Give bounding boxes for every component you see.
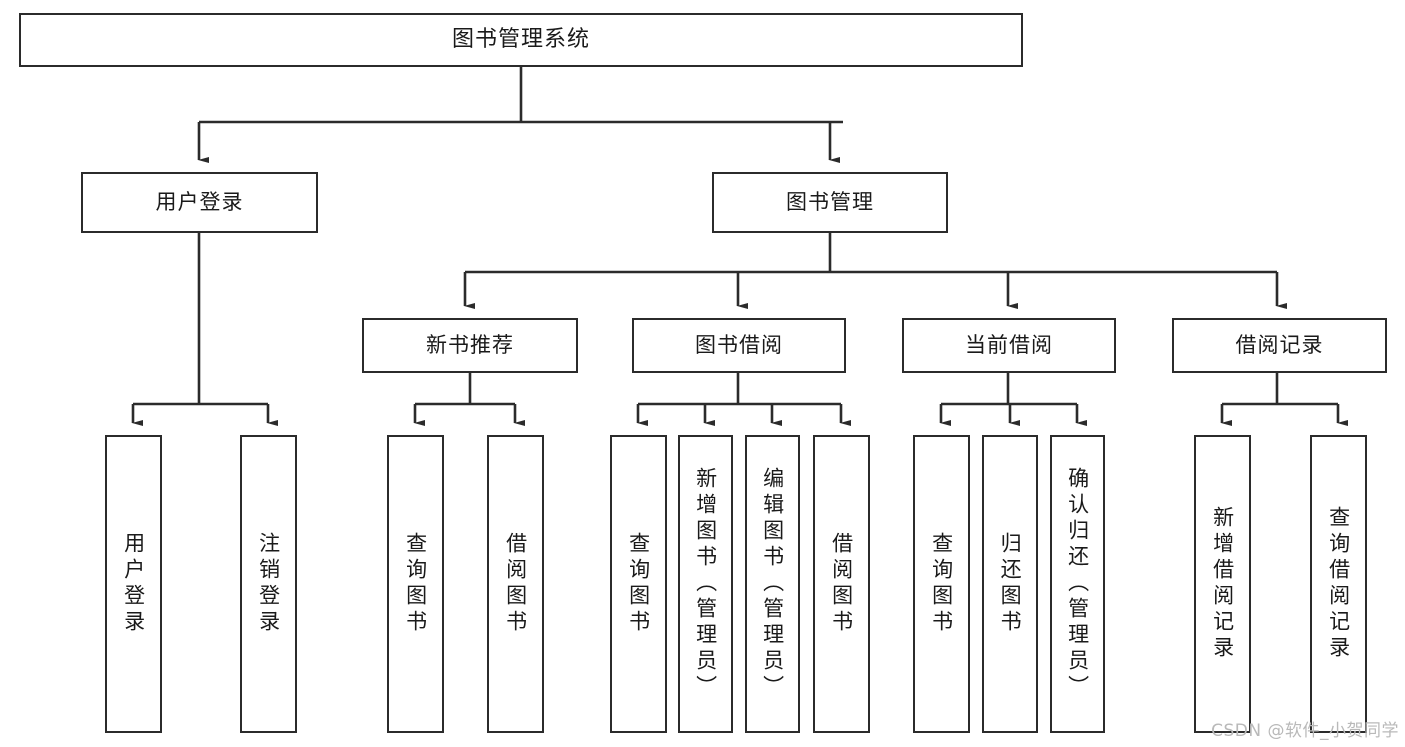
node-label: 查询图书 — [626, 532, 651, 636]
node-label: 借阅图书 — [503, 532, 528, 636]
node-label: 借阅记录 — [1235, 332, 1324, 357]
node-new-book-recommend[interactable]: 新书推荐 — [362, 318, 578, 373]
node-user-login[interactable]: 用户登录 — [81, 172, 318, 233]
leaf-query-book-newbook[interactable]: 查询图书 — [387, 435, 444, 733]
node-label: 查询图书 — [403, 532, 428, 636]
node-label: 图书管理 — [786, 189, 874, 214]
leaf-add-borrow-record[interactable]: 新增借阅记录 — [1194, 435, 1251, 733]
node-label: 用户登录 — [155, 189, 244, 214]
node-label: 借阅图书 — [829, 532, 854, 636]
leaf-logout[interactable]: 注销登录 — [240, 435, 297, 733]
node-label: 当前借阅 — [965, 332, 1053, 357]
node-label: 注销登录 — [256, 532, 281, 636]
leaf-borrow-book-newbook[interactable]: 借阅图书 — [487, 435, 544, 733]
leaf-add-book-admin[interactable]: 新增图书（管理员） — [678, 435, 733, 733]
node-current-borrow[interactable]: 当前借阅 — [902, 318, 1116, 373]
node-label: 新增借阅记录 — [1210, 506, 1235, 662]
node-label: 编辑图书（管理员） — [760, 467, 785, 701]
node-book-management[interactable]: 图书管理 — [712, 172, 948, 233]
leaf-confirm-return-admin[interactable]: 确认归还（管理员） — [1050, 435, 1105, 733]
node-label: 归还图书 — [998, 532, 1023, 636]
leaf-borrow-book[interactable]: 借阅图书 — [813, 435, 870, 733]
leaf-edit-book-admin[interactable]: 编辑图书（管理员） — [745, 435, 800, 733]
node-label: 查询借阅记录 — [1326, 506, 1351, 662]
node-label: 新增图书（管理员） — [693, 467, 718, 701]
leaf-user-login[interactable]: 用户登录 — [105, 435, 162, 733]
node-book-borrow[interactable]: 图书借阅 — [632, 318, 846, 373]
leaf-return-book[interactable]: 归还图书 — [982, 435, 1038, 733]
node-label: 用户登录 — [121, 532, 146, 636]
node-label: 查询图书 — [929, 532, 954, 636]
node-label: 图书借阅 — [695, 332, 783, 357]
leaf-query-borrow-record[interactable]: 查询借阅记录 — [1310, 435, 1367, 733]
node-label: 确认归还（管理员） — [1065, 467, 1090, 701]
leaf-query-book-current[interactable]: 查询图书 — [913, 435, 970, 733]
node-borrow-record[interactable]: 借阅记录 — [1172, 318, 1387, 373]
node-label: 新书推荐 — [426, 332, 514, 357]
node-root-system[interactable]: 图书管理系统 — [19, 13, 1023, 67]
leaf-query-book-borrow[interactable]: 查询图书 — [610, 435, 667, 733]
node-label: 图书管理系统 — [451, 26, 590, 52]
